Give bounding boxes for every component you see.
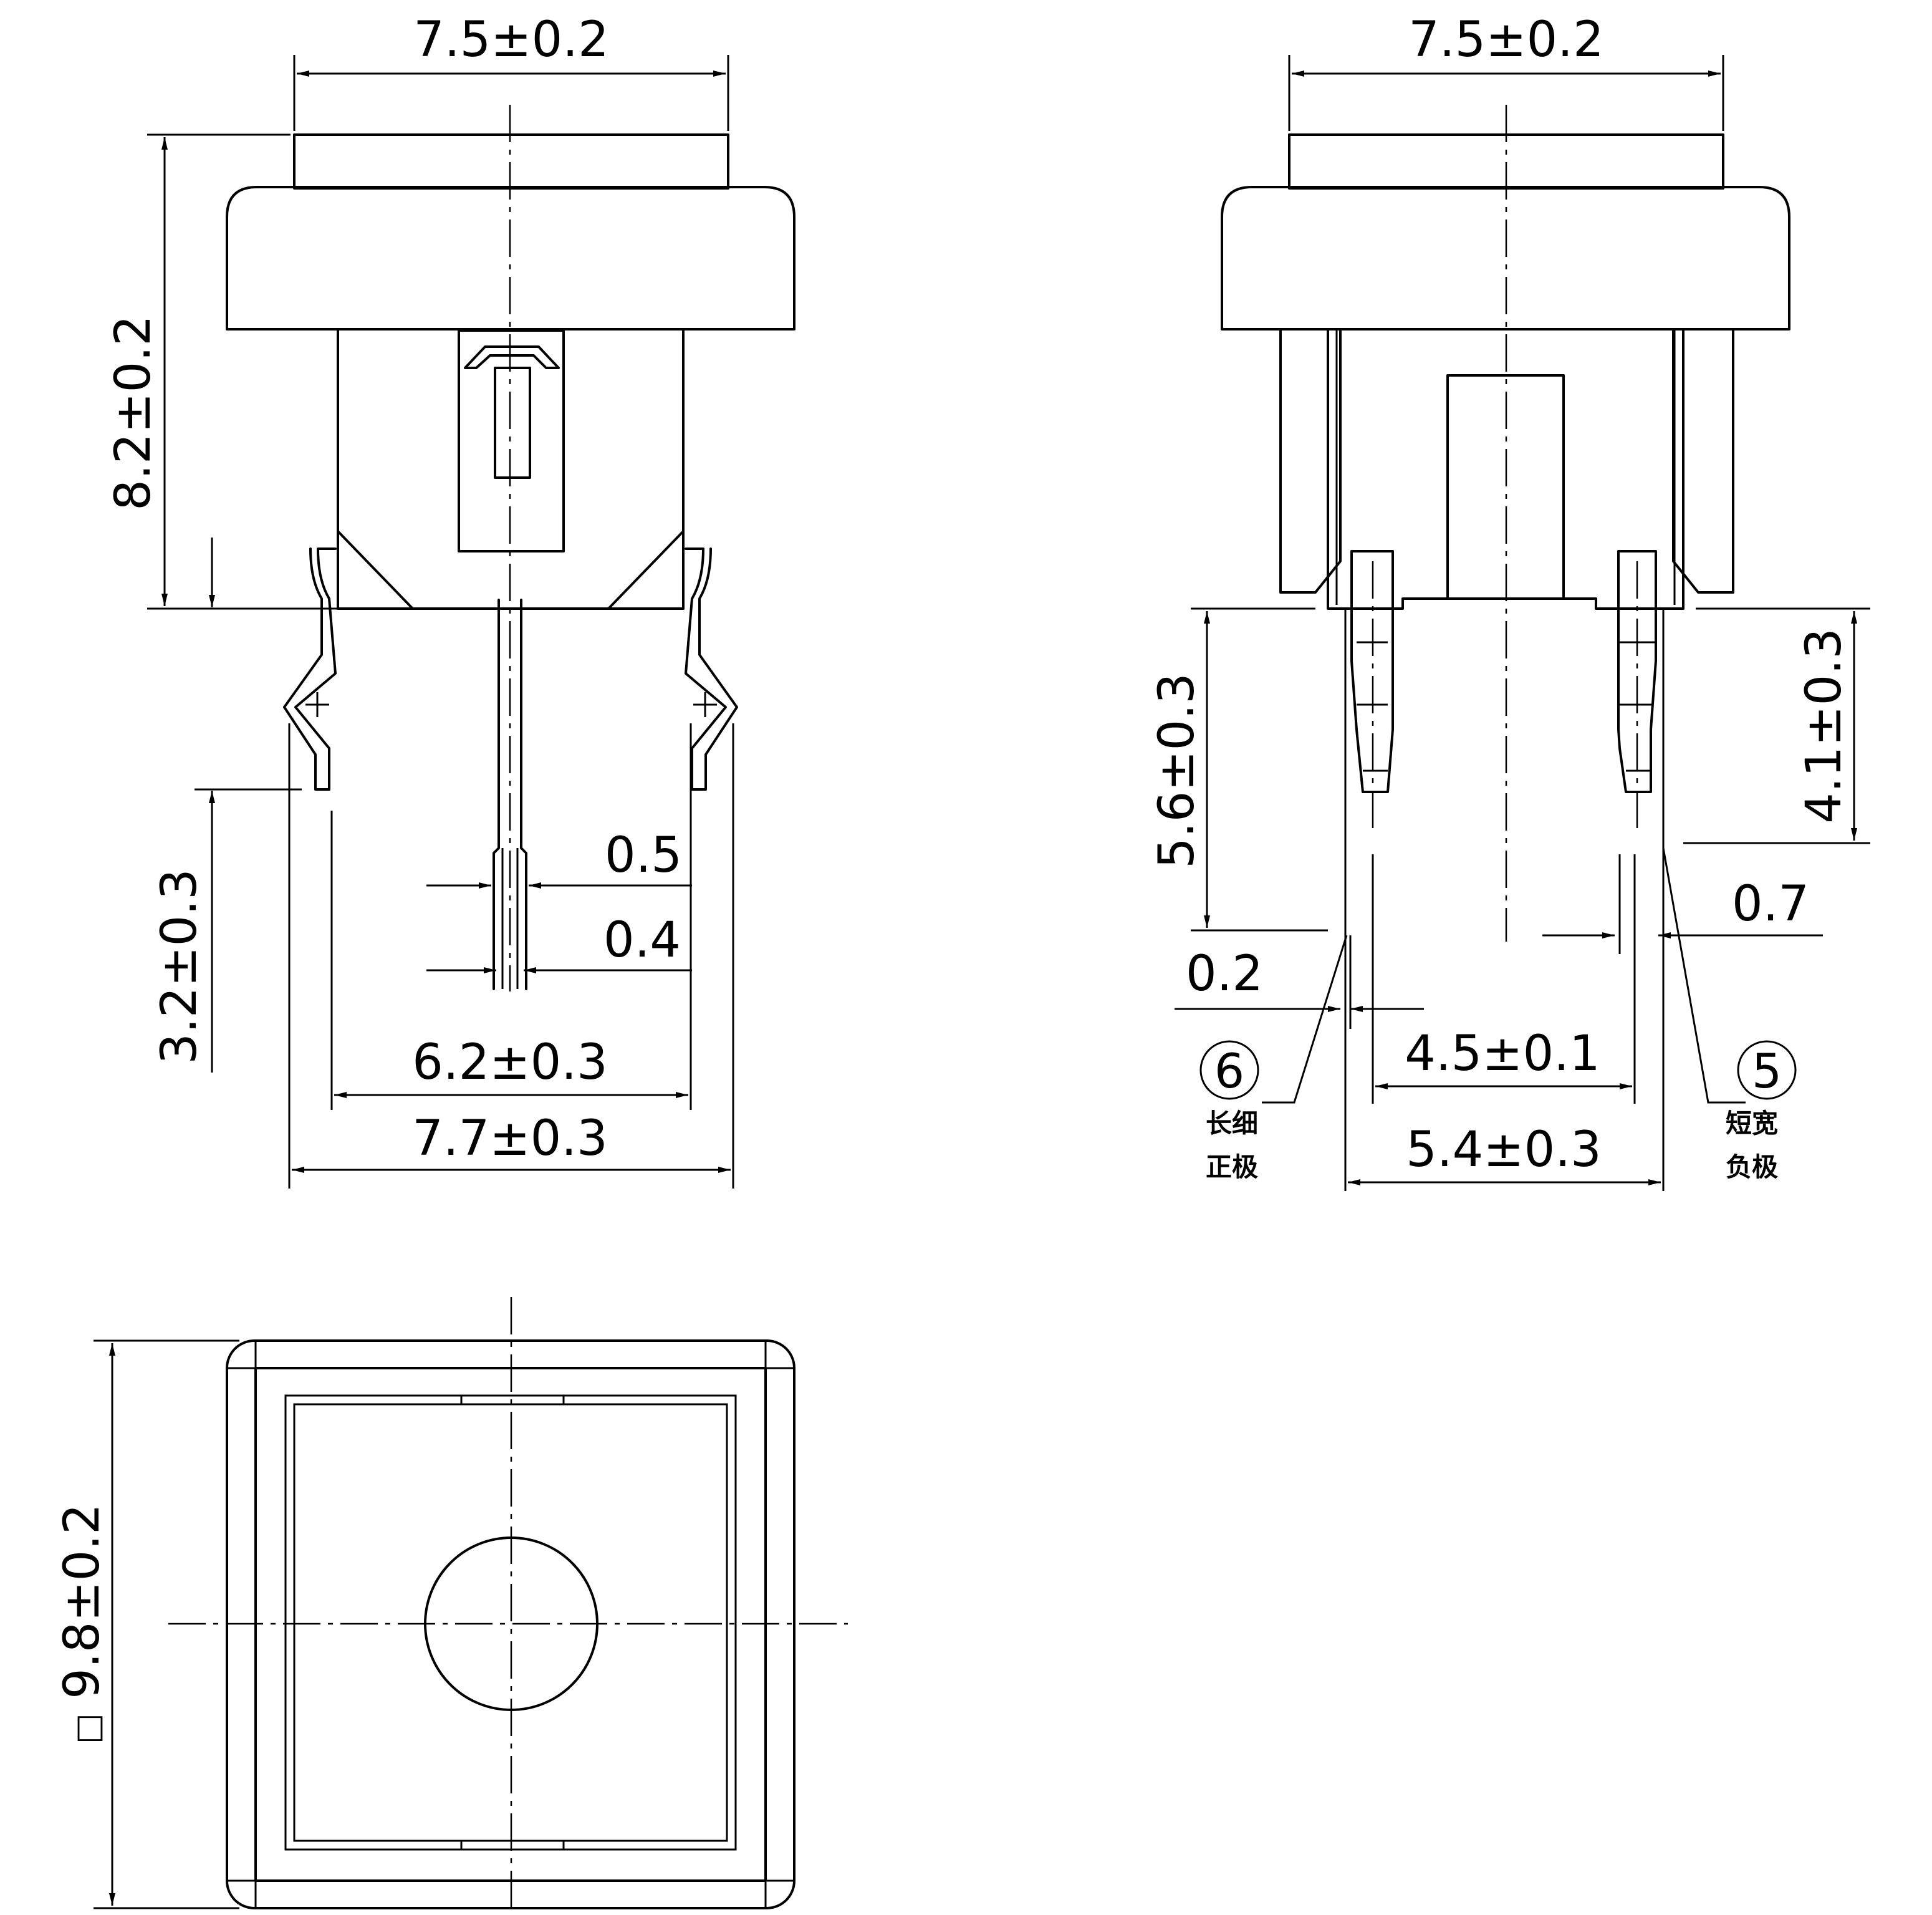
front-cap-top — [293, 133, 729, 190]
front-pitch-outer-label: 7.7±0.3 — [412, 1111, 607, 1167]
side-cap-body — [1221, 186, 1790, 330]
top-view — [168, 1297, 848, 1915]
pin5-number: 5 — [1752, 1043, 1782, 1099]
side-pin-5 — [1617, 550, 1657, 793]
front-cap-body — [226, 186, 795, 330]
front-pin-width-b-label: 0.4 — [603, 912, 681, 968]
top-size-label: 9.8±0.2 — [54, 1503, 110, 1699]
side-pin-width-label: 0.7 — [1732, 876, 1809, 932]
side-pin-pitch-label: 4.5±0.1 — [1405, 1026, 1600, 1082]
front-pin-width-a-label: 0.5 — [605, 827, 682, 884]
front-height-label: 8.2±0.2 — [105, 315, 161, 510]
front-lead-length-label: 3.2±0.3 — [151, 869, 208, 1064]
side-lead-long-label: 5.6±0.3 — [1149, 673, 1205, 868]
side-body-left — [1279, 329, 1342, 594]
front-lead-center — [493, 599, 527, 990]
pin5-desc-2: 负极 — [1726, 1152, 1778, 1182]
pin5-desc-1: 短宽 — [1726, 1108, 1778, 1139]
side-lead-short-label: 4.1±0.3 — [1796, 628, 1852, 823]
front-led-window — [458, 329, 565, 552]
side-body-right — [1672, 329, 1734, 594]
side-dimensions: 7.5±0.2 5.6±0.3 4.1±0.3 0.7 0.2 4.5±0.1 … — [1149, 12, 1870, 1185]
pin5-leader — [1662, 847, 1746, 1104]
side-pin-6 — [1350, 550, 1394, 793]
side-width-label: 7.5±0.2 — [1408, 12, 1603, 68]
front-width-label: 7.5±0.2 — [413, 12, 608, 68]
pin6-desc-1: 长细 — [1206, 1108, 1258, 1139]
front-pitch-inner-label: 6.2±0.3 — [412, 1035, 607, 1091]
front-dimensions: 7.5±0.2 8.2±0.2 3.2±0.3 0.5 0.4 6.2±0.3 … — [105, 12, 734, 1189]
front-lead-right — [685, 547, 738, 791]
side-pin-thickness-label: 0.2 — [1186, 946, 1263, 1002]
front-view — [226, 105, 795, 991]
front-lead-left — [283, 547, 337, 791]
top-dimensions: 9.8±0.2 □ — [54, 1339, 239, 1909]
pin6-circle — [1199, 1040, 1259, 1100]
square-symbol: □ — [69, 1713, 107, 1744]
pin6-desc-2: 正极 — [1206, 1152, 1258, 1182]
side-view — [1221, 105, 1790, 1191]
side-outer-pitch-label: 5.4±0.3 — [1406, 1122, 1601, 1178]
pin6-leader — [1262, 935, 1348, 1104]
pin5-circle — [1737, 1040, 1797, 1100]
pin6-number: 6 — [1214, 1043, 1244, 1099]
